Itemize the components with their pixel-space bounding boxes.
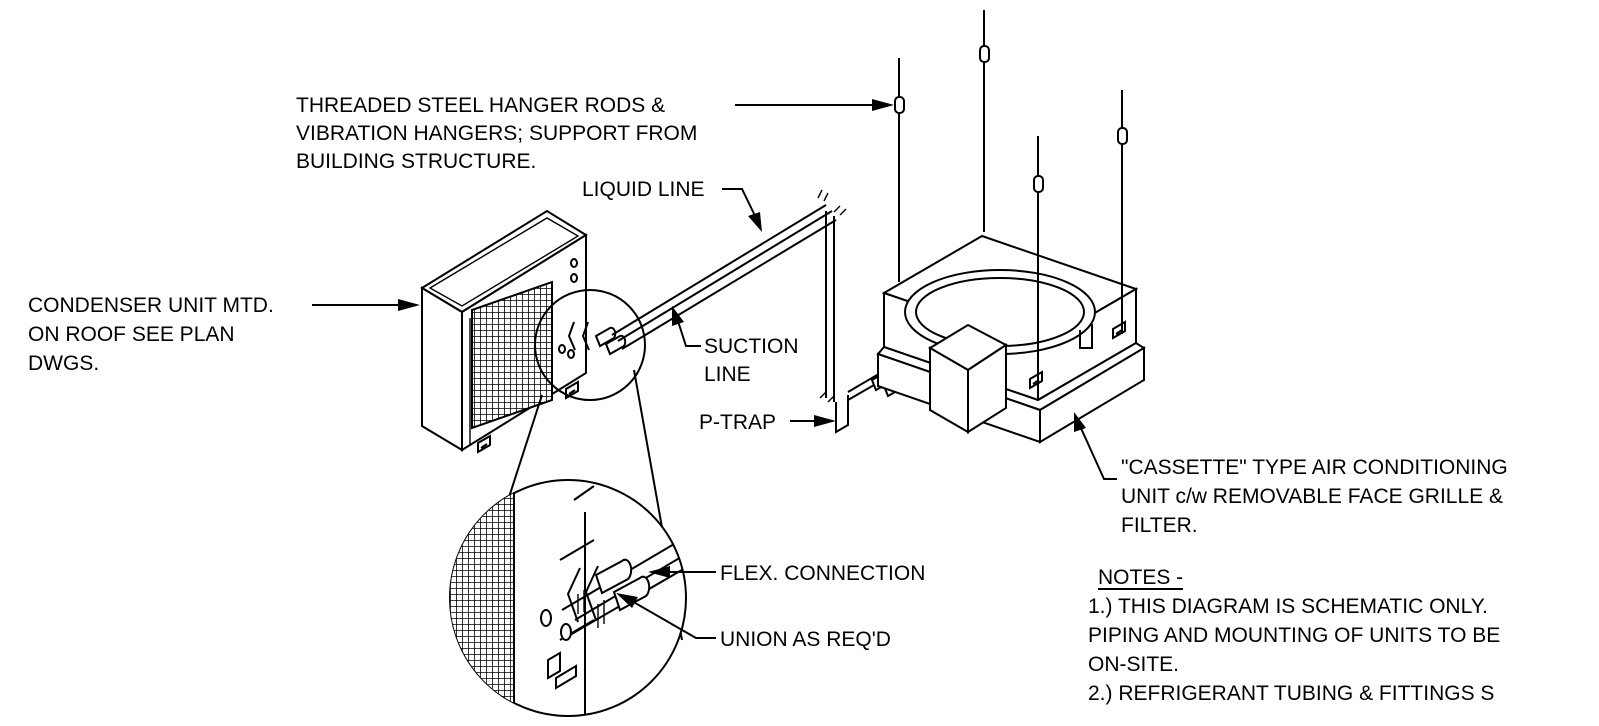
condenser-line-2: ON ROOF SEE PLAN xyxy=(28,323,235,346)
label-union: UNION AS REQ'D xyxy=(720,628,891,651)
refrigerant-piping xyxy=(611,189,926,434)
condenser-grille xyxy=(471,280,553,430)
notes-line-4: 2.) REFRIGERANT TUBING & FITTINGS S xyxy=(1088,682,1494,705)
detail-callout-small xyxy=(534,289,646,401)
condenser-unit xyxy=(420,209,588,454)
label-hanger-rods: THREADED STEEL HANGER RODS & VIBRATION H… xyxy=(296,94,697,173)
hanger-rods xyxy=(894,10,1128,382)
condenser-line-3: DWGS. xyxy=(28,352,99,375)
label-p-trap: P-TRAP xyxy=(699,411,776,434)
notes-block: NOTES - 1.) THIS DIAGRAM IS SCHEMATIC ON… xyxy=(1088,566,1500,705)
hanger-rods-line-1: THREADED STEEL HANGER RODS & xyxy=(296,94,665,117)
detail-callout-enlarged xyxy=(449,369,687,717)
condenser-line-1: CONDENSER UNIT MTD. xyxy=(28,294,274,317)
label-condenser: CONDENSER UNIT MTD. ON ROOF SEE PLAN DWG… xyxy=(28,294,274,375)
hanger-rods-line-3: BUILDING STRUCTURE. xyxy=(296,150,536,173)
notes-line-2: PIPING AND MOUNTING OF UNITS TO BE xyxy=(1088,624,1500,647)
suction-line-1: SUCTION xyxy=(704,335,799,358)
label-flex-connection: FLEX. CONNECTION xyxy=(720,562,925,585)
vibration-hanger xyxy=(894,45,1128,193)
cassette-line-3: FILTER. xyxy=(1121,514,1198,537)
cassette-line-2: UNIT c/w REMOVABLE FACE GRILLE & xyxy=(1121,485,1503,508)
cassette-line-1: "CASSETTE" TYPE AIR CONDITIONING xyxy=(1121,456,1508,479)
notes-line-3: ON-SITE. xyxy=(1088,653,1179,676)
label-suction-line: SUCTION LINE xyxy=(704,335,799,386)
label-liquid-line: LIQUID LINE xyxy=(582,178,705,201)
cassette-unit xyxy=(876,234,1146,444)
label-cassette: "CASSETTE" TYPE AIR CONDITIONING UNIT c/… xyxy=(1121,456,1508,537)
leader-lines xyxy=(312,99,1117,639)
hanger-rods-line-2: VIBRATION HANGERS; SUPPORT FROM xyxy=(296,122,697,145)
notes-heading: NOTES - xyxy=(1098,566,1183,589)
suction-line-2: LINE xyxy=(704,363,751,386)
notes-line-1: 1.) THIS DIAGRAM IS SCHEMATIC ONLY. xyxy=(1088,595,1488,618)
